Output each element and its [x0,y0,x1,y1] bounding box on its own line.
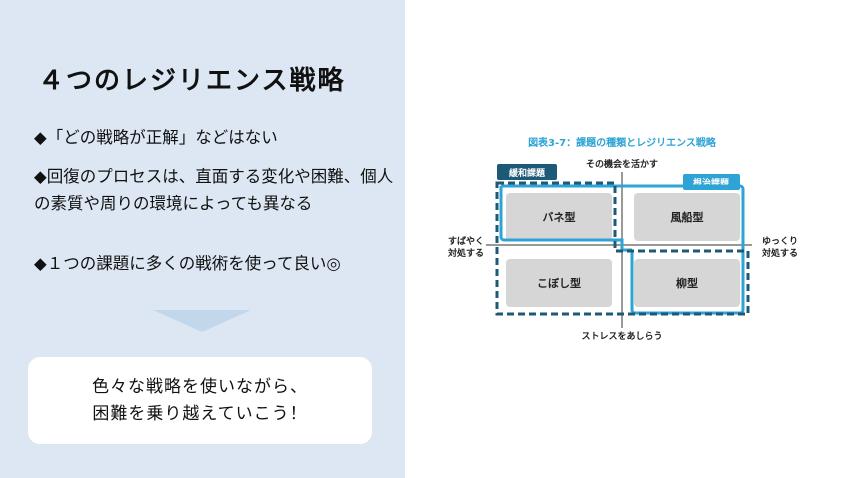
quadrant-box [634,259,740,307]
callout-line: 色々な戦略を使いながら、 [92,377,308,397]
quadrant-label: バネ型 [543,210,576,224]
figure-title: 図表3-7：課題の種類とレジリエンス戦略 [528,136,717,149]
axis-left-label: 対処する [447,247,484,259]
resilience-diagram: 図表3-7：課題の種類とレジリエンス戦略 その機会を活かす ストレスをあしらう … [447,136,798,342]
quadrant-box [506,193,612,241]
callout-box: 色々な戦略を使いながら、 困難を乗り越えていこう！ [28,357,372,444]
axis-right-label: 対処する [761,247,798,259]
axis-bottom-label: ストレスをあしらう [581,331,662,342]
left-panel: ４つのレジリエンス戦略 ◆「どの戦略が正解」などはない ◆回復のプロセスは、直面… [0,0,405,478]
tag-left-label: 緩和課題 [509,167,546,179]
bullet-item: ◆１つの課題に多くの戦術を使って良い◎ [34,254,341,273]
axis-left-label: すばやく [448,235,484,247]
axis-right-label: ゆっくり [762,236,798,247]
mitigation-issue-outline [495,181,750,316]
bullet-item: ◆回復のプロセスは、直面する変化や困難、個人の素質や周りの環境によっても異なる [34,167,394,213]
down-arrow-icon [153,310,251,332]
quadrant-box [634,193,740,241]
quadrant-label: 風船型 [671,210,704,224]
callout-line: 困難を乗り越えていこう！ [92,404,308,424]
quadrant-label: 柳型 [676,276,698,290]
quadrant-label: こぼし型 [537,276,581,290]
bullet-item: ◆「どの戦略が正解」などはない [34,128,278,147]
tag-left [497,164,557,180]
axis-top-label: その機会を活かす [586,158,658,170]
quadrant-box [506,259,612,307]
slide-title: ４つのレジリエンス戦略 [38,66,346,96]
